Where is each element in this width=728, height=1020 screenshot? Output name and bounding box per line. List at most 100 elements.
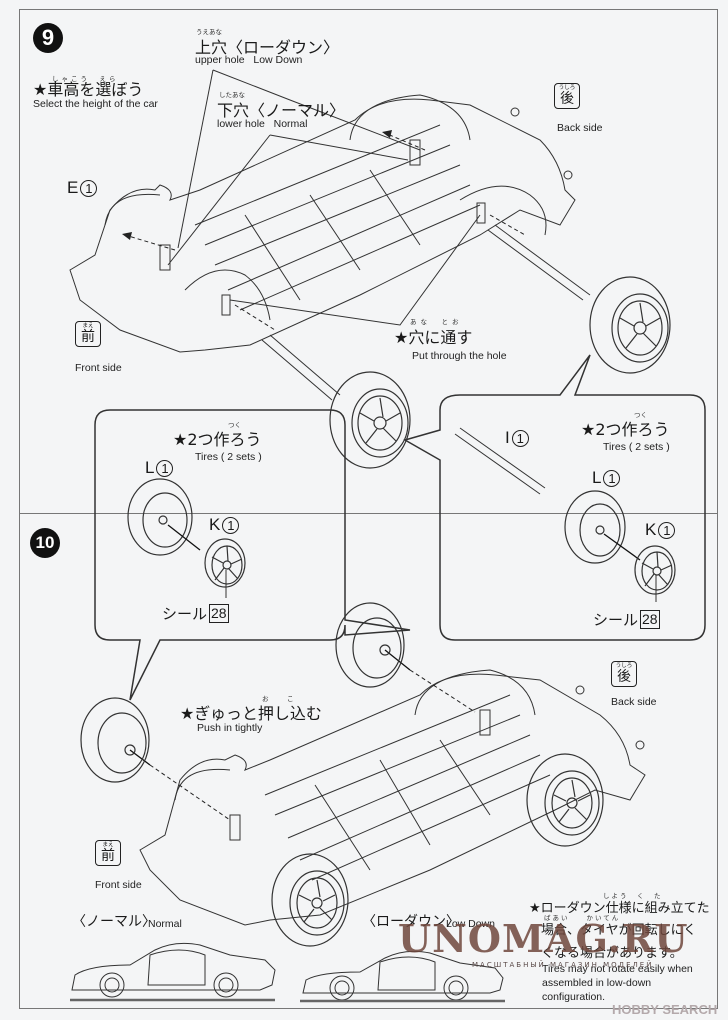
leader-upper-hole bbox=[212, 69, 421, 151]
front-side-label-10: Front side bbox=[95, 879, 142, 891]
lower-hole-label: 下穴〈ノーマル〉 bbox=[217, 101, 346, 120]
watermark-unomag-sub: МАСШТАБНЫЙ МАГАЗИН МОДЕЛЕЙ bbox=[472, 961, 654, 969]
wheel-rear-10 bbox=[526, 753, 604, 847]
chassis-step9 bbox=[69, 94, 591, 401]
back-ruby: うしろ bbox=[615, 663, 633, 669]
part-qty-circle: 1 bbox=[156, 459, 174, 477]
part-letter: K bbox=[209, 515, 221, 534]
chassis-crossmembers-9 bbox=[244, 169, 421, 301]
axle-rear-9 bbox=[487, 224, 591, 301]
note-line-2: 場合、タイヤが回転しにく bbox=[541, 923, 697, 938]
through-hole-label-en: Put through the hole bbox=[412, 350, 507, 362]
wheel-front-9 bbox=[329, 371, 411, 469]
wheel-rear-9 bbox=[589, 276, 671, 374]
seal-28-left: シール 28 bbox=[162, 603, 229, 624]
rear-fender-9 bbox=[459, 185, 547, 236]
tires-heading-left: ★2つ作ろう bbox=[173, 430, 262, 449]
part-letter: L bbox=[592, 468, 602, 487]
page-frame bbox=[19, 9, 718, 1009]
seal-28-right: シール 28 bbox=[593, 609, 660, 630]
front-fender-9 bbox=[184, 269, 271, 321]
front-kanji: 前 bbox=[81, 329, 95, 345]
part-qty-circle: 1 bbox=[80, 179, 98, 197]
back-side-label-10: Back side bbox=[611, 696, 657, 708]
push-heading-en: Push in tightly bbox=[197, 722, 263, 734]
wheel-part-K-left bbox=[204, 538, 246, 588]
seal-number: 28 bbox=[209, 604, 229, 623]
tires-heading-right: ★2つ作ろう bbox=[581, 420, 670, 439]
chassis-outline-9 bbox=[69, 98, 576, 353]
step-divider bbox=[19, 513, 718, 514]
front-kanji: 前 bbox=[101, 848, 115, 864]
note-line-1: ★ローダウン仕様に組み立てた bbox=[529, 901, 710, 916]
heading-select-height: ★車高を選ぼう bbox=[33, 80, 144, 99]
front-side-label-9: Front side bbox=[75, 362, 122, 374]
upper-hole-label-en: upper hole Low Down bbox=[195, 54, 303, 66]
through-hole-label: ★穴に通す bbox=[394, 328, 473, 347]
note-ruby-1: しよう く た bbox=[603, 892, 663, 900]
lowdown-label-en: Low Down bbox=[446, 918, 496, 930]
tire-part-L-right bbox=[564, 490, 626, 564]
part-qty-circle: 1 bbox=[658, 521, 676, 539]
watermark-unomag: UNOMAG.RU bbox=[398, 916, 689, 961]
front-ruby: まえ bbox=[102, 842, 114, 848]
tires-ruby-right: つく bbox=[634, 411, 647, 419]
step-10-number: 10 bbox=[30, 528, 60, 558]
part-label-K1-right: K 1 bbox=[645, 520, 676, 540]
part-qty-circle: 1 bbox=[603, 469, 621, 487]
part-qty-circle: 1 bbox=[511, 429, 529, 447]
tires-heading-right-en: Tires ( 2 sets ) bbox=[603, 441, 670, 453]
car-side-normal bbox=[71, 942, 276, 998]
front-side-badge-9: まえ 前 bbox=[75, 321, 101, 347]
axle-part-I bbox=[454, 427, 546, 495]
callout-right bbox=[403, 354, 706, 641]
push-heading: ★ぎゅっと押し込む bbox=[180, 704, 322, 723]
wheel-front-10 bbox=[271, 853, 349, 947]
part-letter: E bbox=[67, 178, 79, 197]
back-side-badge-9: うしろ 後 bbox=[554, 83, 580, 109]
step-9-number: 9 bbox=[33, 23, 63, 53]
upper-hole-label: 上穴〈ローダウン〉 bbox=[195, 38, 340, 57]
back-side-label-9: Back side bbox=[557, 122, 603, 134]
note-line-3: くなる場合があります。 bbox=[541, 946, 683, 961]
watermark-hobbysearch: HOBBY SEARCH bbox=[612, 1002, 718, 1017]
normal-label: 〈ノーマル〉 bbox=[72, 914, 156, 930]
seal-label: シール bbox=[162, 605, 208, 623]
front-side-badge-10: まえ 前 bbox=[95, 840, 121, 866]
tires-heading-left-en: Tires ( 2 sets ) bbox=[195, 451, 262, 463]
push-ruby: お こ bbox=[262, 695, 300, 703]
back-kanji: 後 bbox=[560, 91, 574, 107]
rear-arch-9 bbox=[349, 94, 471, 141]
part-letter: I bbox=[505, 428, 510, 447]
lower-hole-ruby: したあな bbox=[219, 91, 245, 99]
part-qty-circle: 1 bbox=[222, 516, 240, 534]
normal-label-en: Normal bbox=[148, 918, 182, 930]
axle-front-9 bbox=[261, 334, 341, 401]
seal-label: シール bbox=[593, 611, 639, 629]
upper-hole-ruby: うえあな bbox=[196, 28, 222, 36]
lower-hole-label-en: lower hole Normal bbox=[217, 118, 308, 130]
leader-through-hole bbox=[229, 214, 481, 326]
back-side-badge-10: うしろ 後 bbox=[611, 661, 637, 687]
chassis-step10 bbox=[139, 669, 646, 926]
back-ruby: うしろ bbox=[558, 85, 576, 91]
callout-left bbox=[94, 409, 411, 701]
back-kanji: 後 bbox=[617, 669, 631, 685]
seal-number: 28 bbox=[640, 610, 660, 629]
part-label-L1-left: L 1 bbox=[145, 458, 174, 478]
part-letter: K bbox=[645, 520, 657, 539]
part-label-L1-right: L 1 bbox=[592, 468, 621, 488]
heading-select-height-en: Select the height of the car bbox=[33, 98, 158, 110]
chassis-rails-9 bbox=[194, 124, 481, 311]
tire-part-L-left bbox=[127, 478, 193, 556]
note-ruby-2: ばあい かいてん bbox=[544, 914, 621, 922]
wheel-part-K-right bbox=[634, 545, 676, 595]
wheel-top-10 bbox=[335, 602, 405, 688]
wheel-left-10 bbox=[80, 697, 150, 783]
part-label-E1: E 1 bbox=[67, 178, 98, 198]
heading-ruby: しゃこう えら bbox=[52, 75, 119, 83]
car-side-lowdown bbox=[302, 950, 504, 1001]
tires-ruby-left: つく bbox=[228, 421, 241, 429]
front-arch-9 bbox=[104, 193, 161, 226]
lowdown-label: 〈ローダウン〉 bbox=[362, 914, 460, 930]
